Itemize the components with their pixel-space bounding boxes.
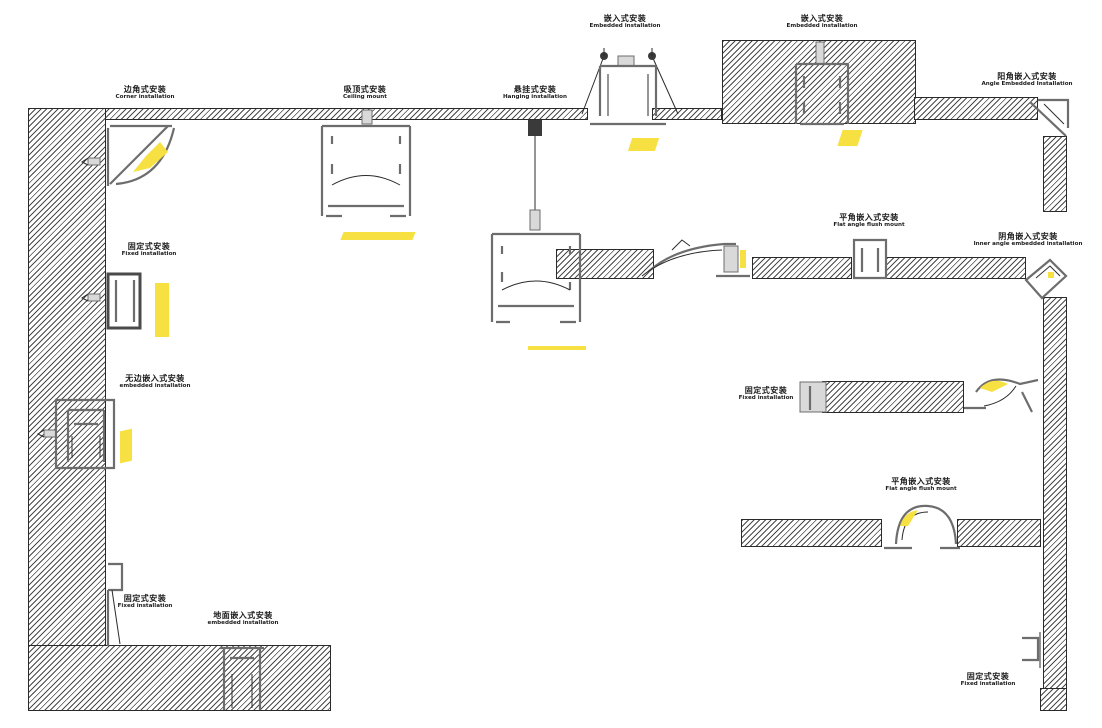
curved-diffuser-fixture: [641, 239, 750, 278]
fixed-wall-block: [822, 381, 964, 413]
corner-wall-segment: [1043, 136, 1067, 212]
fixed-fixture-3: [106, 562, 124, 646]
frameless-fixture: [37, 398, 116, 470]
light-beam-embedded-2: [837, 130, 863, 146]
fixed-fixture-4: [1022, 632, 1041, 668]
light-beam-fixed-1: [155, 283, 169, 337]
middle-wall-left: [556, 249, 654, 279]
floor-slab: [28, 645, 331, 711]
left-wall: [28, 108, 106, 711]
angle-embedded-fixture: [1029, 98, 1070, 137]
right-wall-bottom: [1040, 688, 1067, 711]
ceiling-mount-fixture: [320, 109, 412, 218]
fixed-fixture-2: [799, 378, 1039, 413]
hanging-fixture: [490, 120, 582, 324]
ceiling-slab: [28, 108, 588, 120]
right-wall: [1043, 297, 1067, 711]
floor-embedded-fixture: [220, 646, 264, 710]
light-beam-embedded-1: [627, 138, 660, 151]
flat-flush-fixture-2: [884, 504, 960, 550]
flat-flush-fixture-1: [852, 238, 888, 280]
ceiling-slab-right: [652, 108, 722, 120]
embedded-fixture-1: [581, 48, 679, 126]
corner-fixture: [81, 124, 176, 186]
light-beam-frameless: [120, 428, 132, 464]
ceiling-slab-far-right: [914, 97, 1038, 120]
light-beam-ceiling: [340, 232, 416, 240]
flush-wall-right: [957, 519, 1041, 547]
inner-angle-fixture: [1024, 258, 1068, 300]
middle-wall-right: [886, 257, 1026, 279]
fixed-fixture-1: [81, 272, 142, 330]
embedded-fixture-2: [794, 41, 850, 126]
middle-wall-center: [752, 257, 852, 279]
flush-wall-left: [741, 519, 882, 547]
light-beam-hanging: [528, 346, 586, 350]
